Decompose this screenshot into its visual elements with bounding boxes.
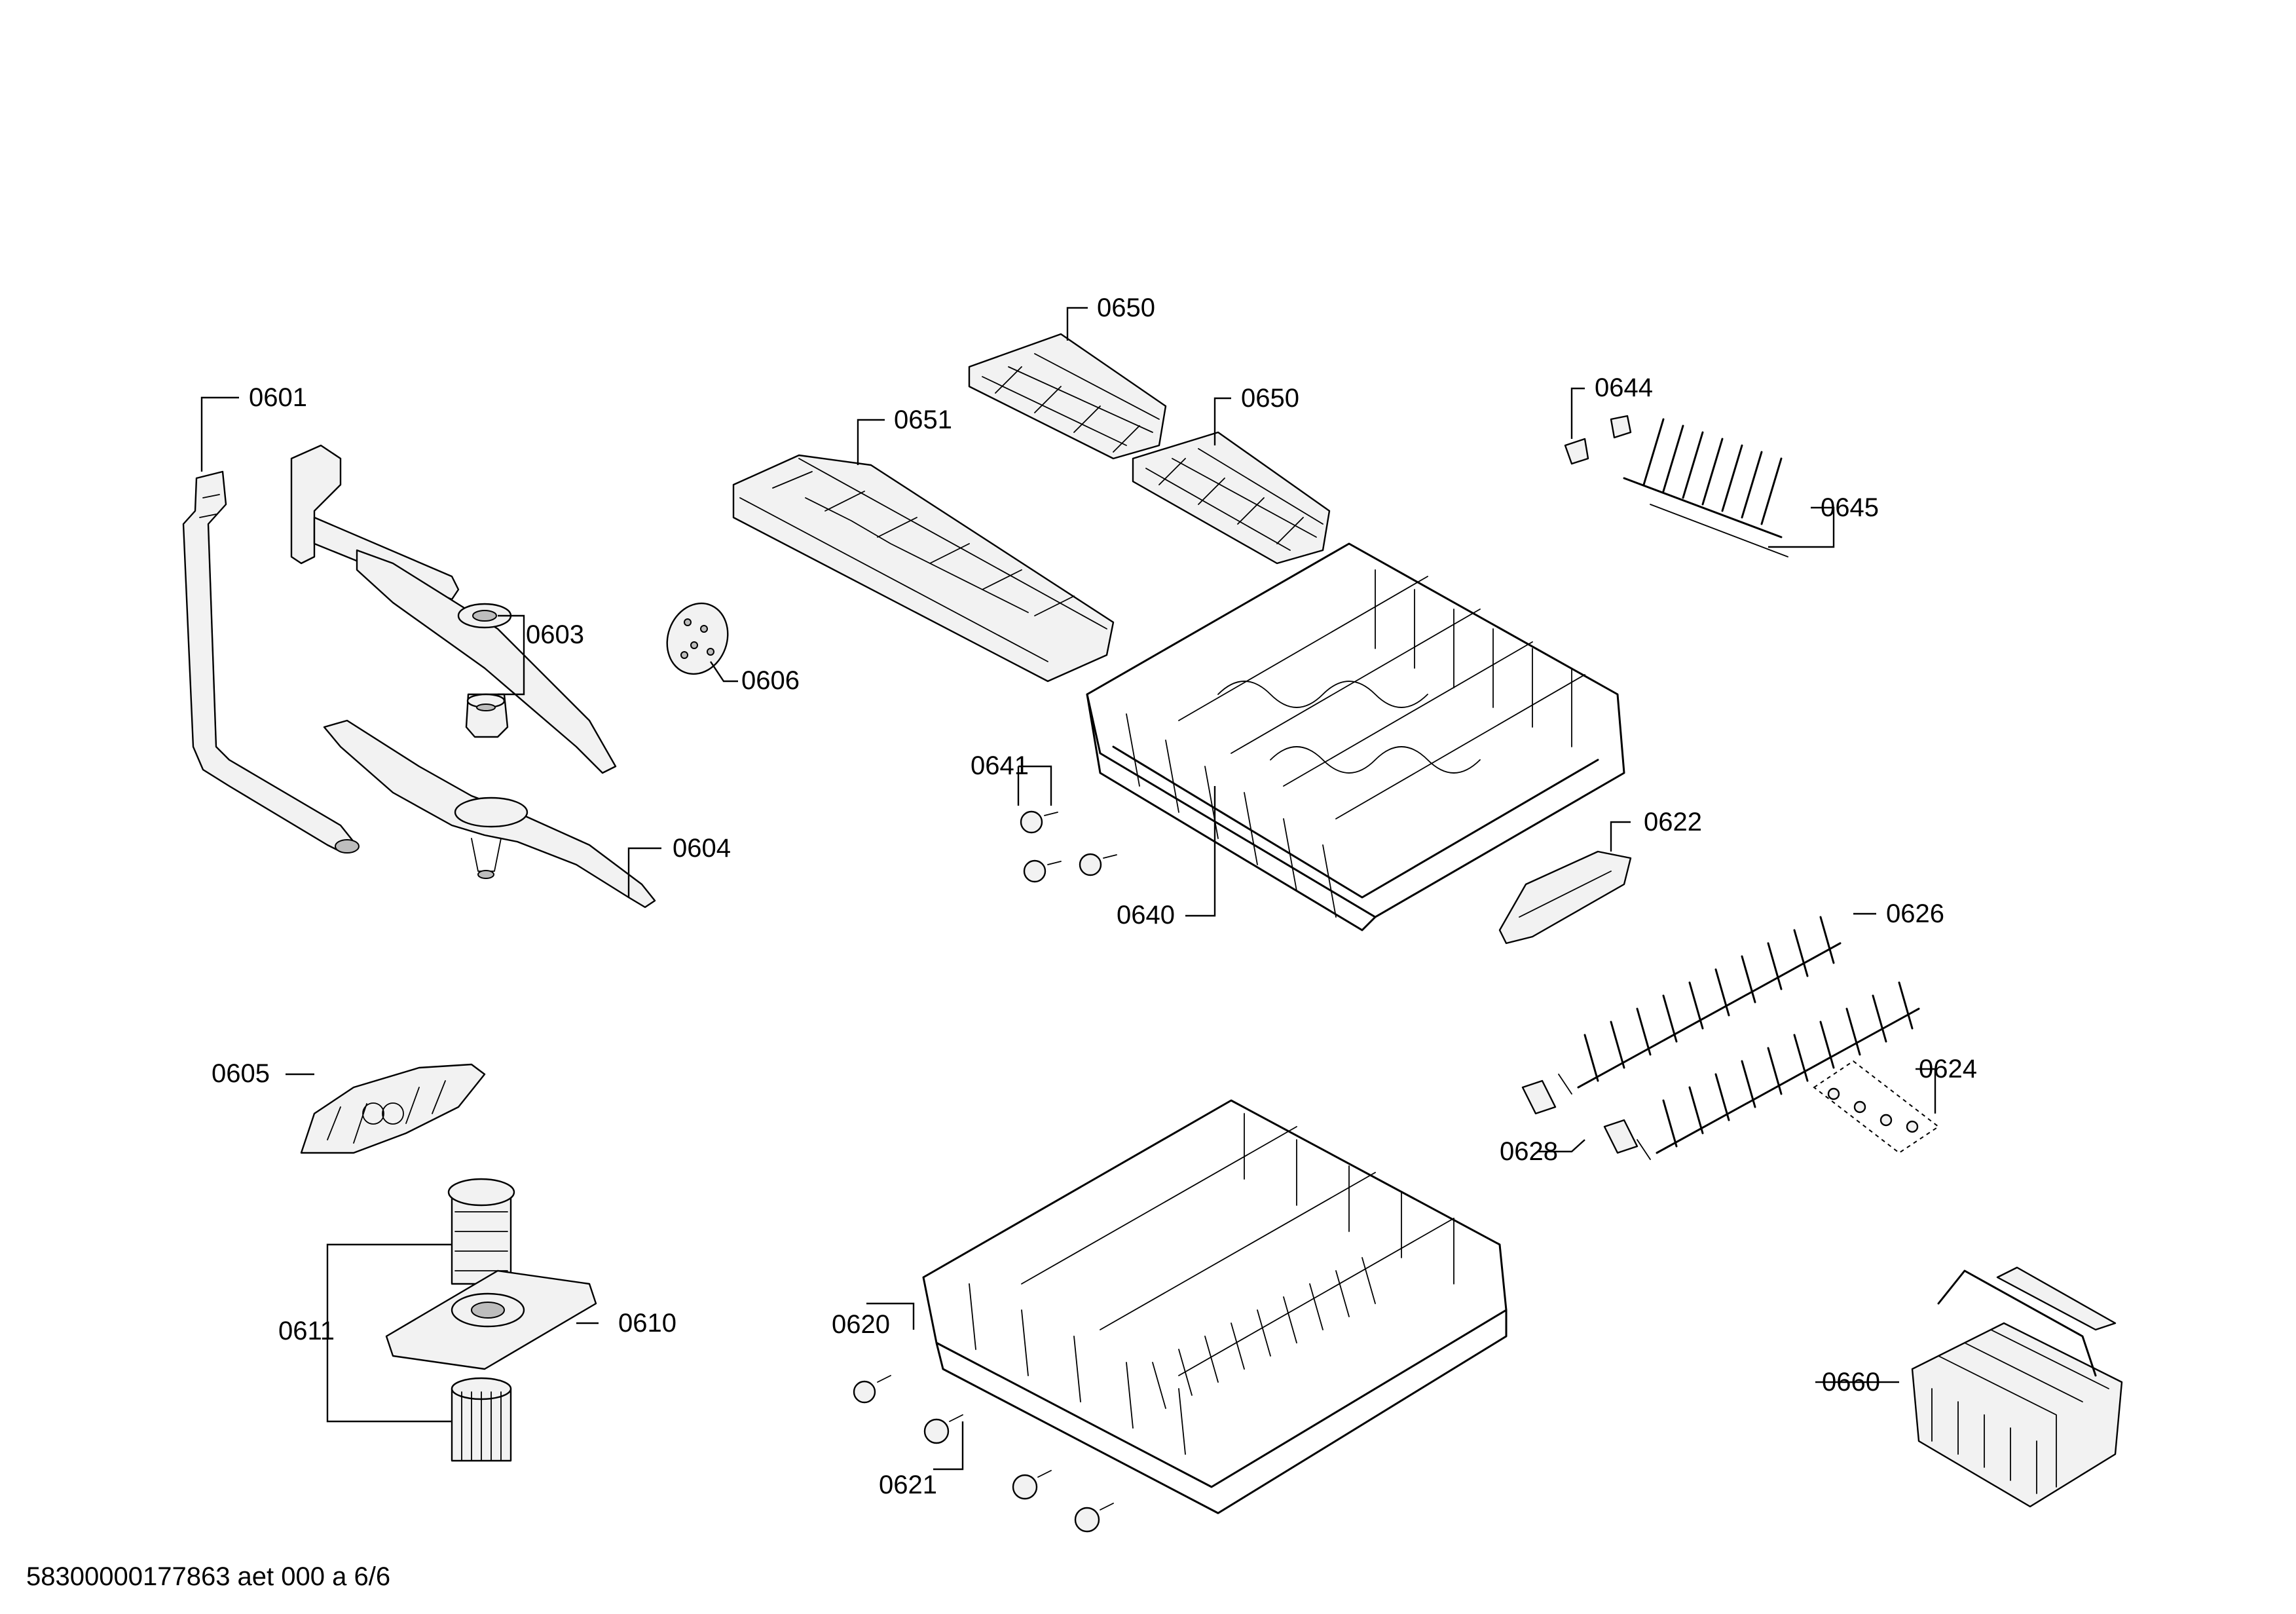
part-0605-filter-plate [300, 1063, 486, 1154]
label-0640: 0640 [1117, 901, 1175, 929]
label-0626: 0626 [1886, 899, 1944, 928]
label-0650-top: 0650 [1097, 293, 1155, 322]
label-0611: 0611 [278, 1317, 335, 1345]
label-0650-mid: 0650 [1241, 384, 1299, 413]
label-0621: 0621 [879, 1471, 937, 1499]
part-0660-cutlery-basket [1911, 1266, 2123, 1508]
part-0624-clip-set [1813, 1060, 1940, 1154]
part-0601-supply-pipe [182, 470, 360, 854]
part-0620-0621-rollers [853, 1375, 1114, 1533]
part-lower-basket [922, 1099, 1508, 1514]
part-0650-insert-b [1132, 431, 1331, 565]
part-0606-disc [666, 602, 729, 675]
label-0603: 0603 [526, 620, 584, 649]
label-0641: 0641 [971, 751, 1029, 780]
part-0644-clips [1564, 415, 1632, 465]
label-0645: 0645 [1821, 493, 1879, 522]
label-0628: 0628 [1500, 1137, 1558, 1166]
label-0601: 0601 [249, 383, 307, 412]
part-0611-filter-cylinder [447, 1178, 515, 1462]
label-0620: 0620 [832, 1310, 890, 1339]
label-0660: 0660 [1822, 1368, 1880, 1397]
label-0622: 0622 [1644, 808, 1702, 836]
part-0628-holders [1521, 1079, 1639, 1154]
part-0610-fine-filter-plate [385, 1269, 597, 1370]
part-0626-tine-racks [1558, 916, 1920, 1160]
part-0651-cutlery-tray [732, 454, 1115, 683]
label-0624: 0624 [1919, 1055, 1977, 1083]
part-0622-handle [1498, 850, 1632, 945]
label-0644: 0644 [1595, 373, 1653, 402]
part-0645-folding-rack [1623, 418, 1788, 557]
part-0650-insert-a [968, 333, 1167, 460]
label-0651: 0651 [894, 405, 952, 434]
label-0604: 0604 [673, 834, 731, 863]
part-0603-upper-spray-arm [290, 444, 617, 774]
document-footer-code: 58300000177863 aet 000 a 6/6 [26, 1562, 390, 1591]
label-0605: 0605 [212, 1059, 270, 1088]
part-0641-rollers [1020, 810, 1117, 883]
part-0640-upper-basket [1086, 542, 1625, 931]
label-0610: 0610 [618, 1309, 676, 1338]
part-0604-lower-spray-arm [323, 719, 656, 909]
label-0606: 0606 [741, 666, 800, 695]
leader-lines [200, 307, 1936, 1471]
